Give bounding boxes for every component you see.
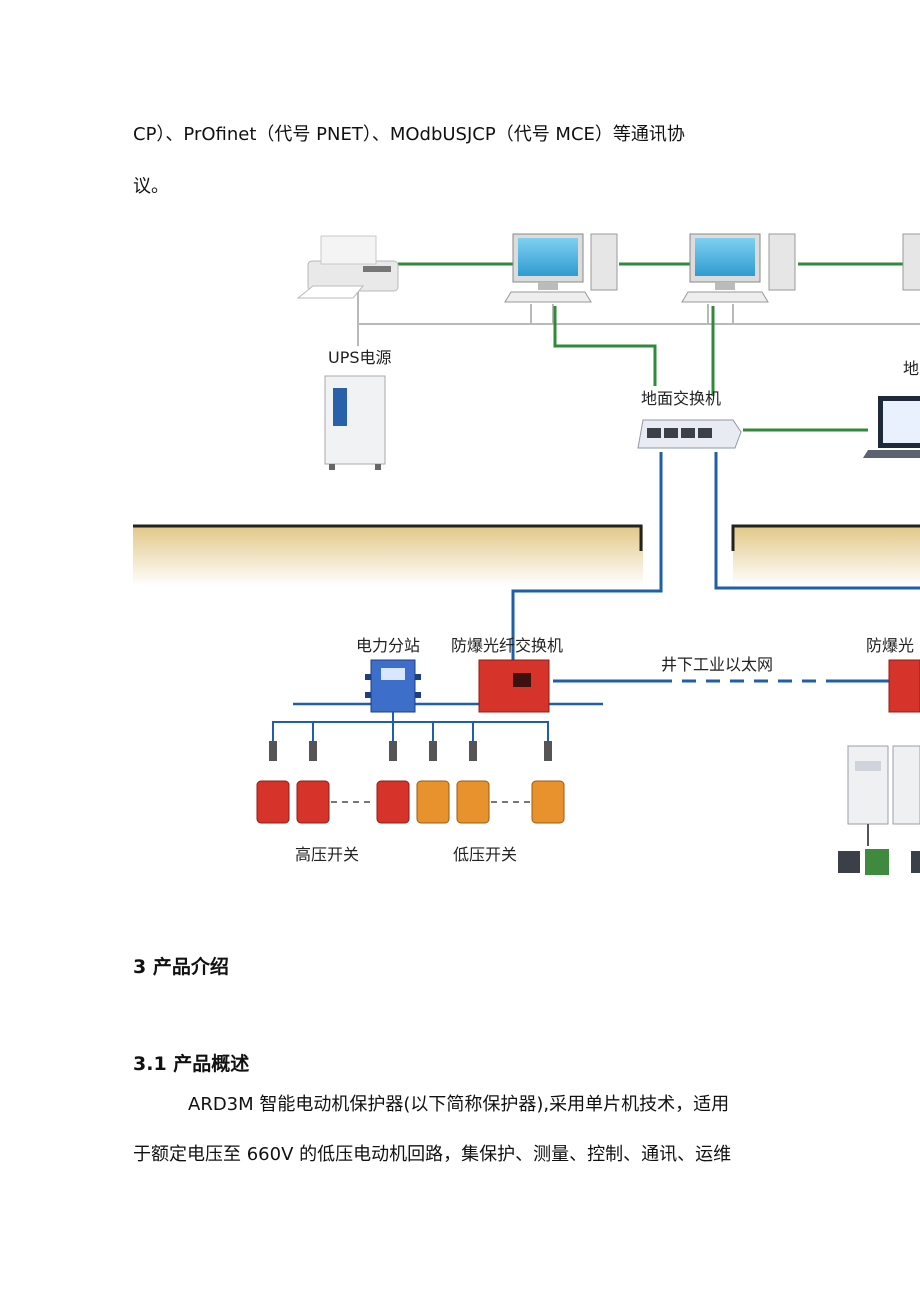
ground-switch-icon xyxy=(637,419,742,449)
green-links xyxy=(398,262,920,432)
feeder-lines xyxy=(272,712,549,741)
laptop-partial-icon xyxy=(863,396,920,458)
ups-icon xyxy=(324,375,386,470)
intro-line-2: 议。 xyxy=(133,176,169,197)
overview-line-1: ARD3M 智能电动机保护器(以下简称保护器),采用单片机技术，适用 xyxy=(188,1094,730,1115)
fiber-switch-partial-label: 防爆光 xyxy=(866,636,914,655)
ground-surface-band xyxy=(133,524,920,586)
power-substation-label: 电力分站 xyxy=(356,636,420,655)
workstation-2-icon xyxy=(681,233,796,303)
ground-switch-label: 地面交换机 xyxy=(641,389,721,408)
workstation-3-partial-icon xyxy=(902,233,920,291)
workstation-1-icon xyxy=(504,233,618,303)
gray-links xyxy=(357,286,920,346)
printer-icon xyxy=(296,235,399,299)
high-voltage-label: 高压开关 xyxy=(295,845,359,864)
power-substation-icon xyxy=(365,659,421,713)
intro-line-1: CP）、PrOfinet（代号 PNET）、MOdbUSJCP（代号 MCE）等… xyxy=(133,124,685,145)
fiber-switch-icon xyxy=(478,659,920,713)
fiber-switch-label: 防爆光纤交换机 xyxy=(451,636,563,655)
low-voltage-label: 低压开关 xyxy=(453,845,517,864)
high-voltage-switches xyxy=(256,780,410,824)
section-3-heading: 3 产品介绍 xyxy=(133,956,229,978)
section-3-1-heading: 3.1 产品概述 xyxy=(133,1053,250,1075)
ground-partial-label: 地 xyxy=(903,359,919,378)
overview-line-2: 于额定电压至 660V 的低压电动机回路，集保护、测量、控制、通讯、运维 xyxy=(133,1144,732,1165)
low-voltage-switches xyxy=(416,780,565,824)
network-topology-diagram: UPS电源 地面交换机 地 电力分站 xyxy=(133,233,920,875)
switchgear-cabinet-icon xyxy=(838,745,920,875)
ethernet-label: 井下工业以太网 xyxy=(661,655,773,674)
ups-label: UPS电源 xyxy=(328,348,392,367)
breaker-row xyxy=(269,741,552,761)
